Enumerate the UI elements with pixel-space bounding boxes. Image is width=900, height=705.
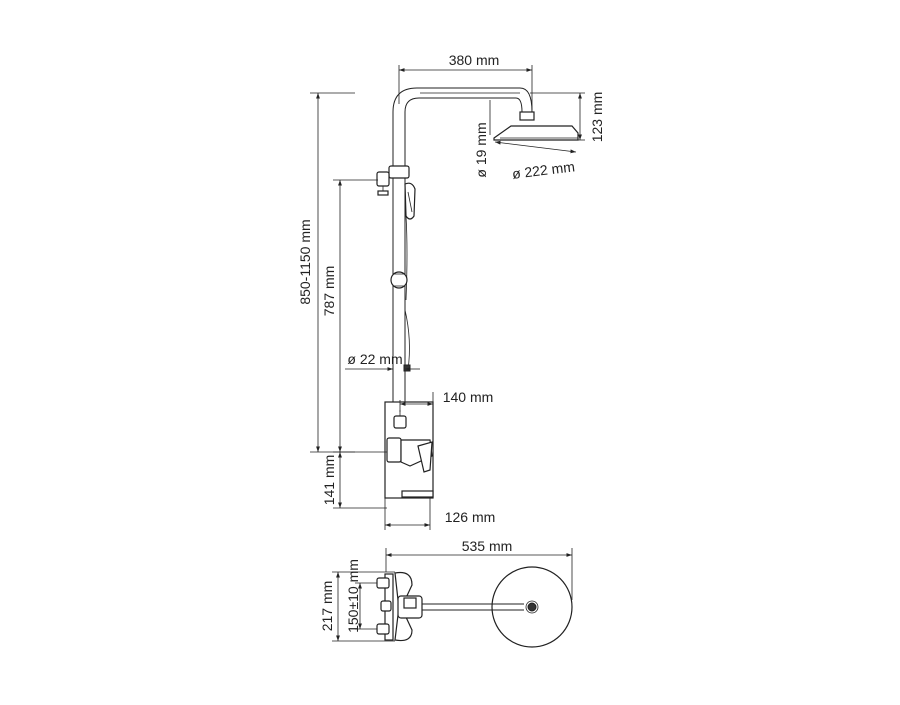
top-head-center <box>527 602 537 612</box>
dim-mixer-depth: 140 mm <box>399 389 494 412</box>
dim-total-height: 850-1150 mm <box>297 92 355 453</box>
mixer-body <box>384 401 434 499</box>
label-mixer-depth: 140 mm <box>443 389 494 405</box>
label-arm-diameter: ø 19 mm <box>473 122 489 177</box>
label-mixer-height: 141 mm <box>321 455 337 506</box>
label-head-height: 123 mm <box>589 92 605 143</box>
dim-inlet-spacing: 150±10 mm <box>345 559 377 633</box>
upper-bracket <box>376 165 410 196</box>
dim-holder-height: 787 mm <box>321 179 378 452</box>
dim-arm-diameter: ø 19 mm <box>473 100 491 178</box>
dim-arm-length: 380 mm <box>398 52 533 110</box>
label-base-depth: 126 mm <box>445 509 496 525</box>
hose <box>404 309 410 371</box>
dim-pipe-diameter: ø 22 mm <box>345 351 420 371</box>
label-pipe-diameter: ø 22 mm <box>347 351 402 367</box>
side-view: 380 mm 123 mm ø 19 mm ø 222 mm 850-1150 … <box>297 52 605 530</box>
slide-clamp <box>390 271 408 289</box>
label-arm-length: 380 mm <box>449 52 500 68</box>
dim-mixer-height: 141 mm <box>321 451 387 509</box>
hose-connector <box>403 364 411 372</box>
label-holder-height: 787 mm <box>321 266 337 317</box>
riser-pipe <box>392 87 533 405</box>
top-mixer <box>376 571 423 642</box>
dim-head-height: 123 mm <box>530 92 605 143</box>
dim-head-diameter: ø 222 mm <box>494 140 577 182</box>
label-head-diameter: ø 222 mm <box>511 158 575 182</box>
hand-shower <box>404 182 416 301</box>
label-top-depth: 217 mm <box>319 581 335 632</box>
top-view: 535 mm 217 mm 150±10 mm <box>319 538 573 648</box>
shower-head <box>493 111 579 141</box>
label-top-width: 535 mm <box>462 538 513 554</box>
dim-base-depth: 126 mm <box>384 498 496 530</box>
dim-top-width: 535 mm <box>385 538 573 600</box>
dim-top-depth: 217 mm <box>319 571 395 642</box>
label-inlet-spacing: 150±10 mm <box>345 559 361 633</box>
label-total-height: 850-1150 mm <box>297 219 313 304</box>
